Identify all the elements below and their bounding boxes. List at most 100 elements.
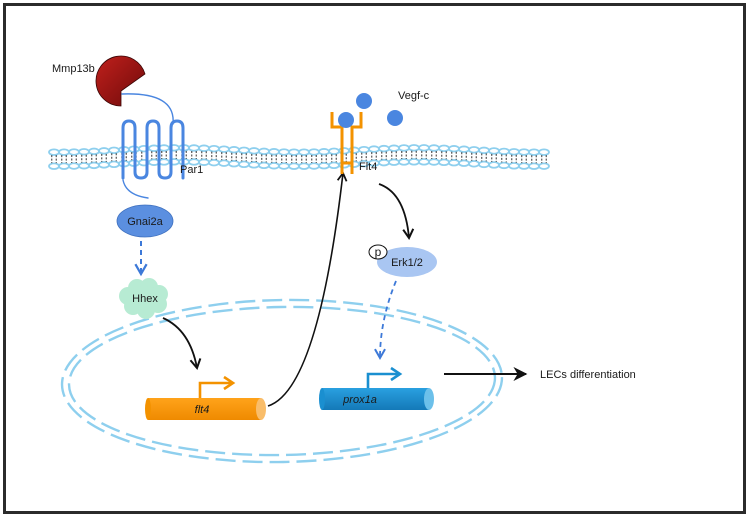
lipid-head xyxy=(58,162,70,170)
lipid-head xyxy=(298,148,310,156)
lipid-head xyxy=(358,145,370,154)
lipid-head xyxy=(468,160,480,168)
lipid-head xyxy=(418,158,430,166)
lipid-head xyxy=(528,162,540,170)
par1-receptor xyxy=(121,93,185,199)
lipid-head xyxy=(368,145,380,153)
lipid-head xyxy=(298,162,310,170)
flt4-to-erk-arrow xyxy=(378,183,415,241)
phospho-label: p xyxy=(375,245,382,259)
lipid-head xyxy=(258,161,270,170)
lipid-head xyxy=(218,159,230,167)
lipid-head xyxy=(498,161,510,170)
lipid-head xyxy=(398,158,410,166)
lipid-head xyxy=(528,148,540,156)
flt4-expression-arrow xyxy=(267,171,348,407)
lipid-head xyxy=(328,161,340,170)
lipid-head xyxy=(108,146,120,155)
lipid-head xyxy=(218,145,230,153)
lipid-head xyxy=(438,144,450,153)
hhex-label: Hhex xyxy=(132,293,158,305)
lipid-head xyxy=(58,148,70,156)
lipid-head xyxy=(498,147,510,156)
erk-label: Erk1/2 xyxy=(391,257,423,269)
lipid-head xyxy=(238,160,250,169)
lipid-head xyxy=(78,162,90,170)
lipid-head xyxy=(278,148,290,156)
lipid-head xyxy=(208,144,220,153)
lipid-head xyxy=(228,146,240,154)
lipid-head xyxy=(518,148,530,156)
lipid-head xyxy=(258,147,270,156)
lipid-head xyxy=(468,146,480,154)
lipid-head xyxy=(448,159,460,167)
lipid-head xyxy=(48,162,60,170)
flt4-gene xyxy=(145,375,266,420)
lipid-head xyxy=(458,145,470,153)
lipid-head xyxy=(478,146,490,155)
lipid-head xyxy=(68,162,80,170)
lipid-head xyxy=(268,148,280,156)
mmp13b-protease xyxy=(95,55,146,107)
erk-to-prox1a-arrow xyxy=(374,280,397,361)
lipid-head xyxy=(408,144,420,152)
lipid-head xyxy=(508,162,520,170)
lipid-head xyxy=(78,148,90,156)
nucleus-envelope xyxy=(60,298,504,464)
lipid-head xyxy=(208,158,220,167)
phospho-badge xyxy=(368,244,388,260)
lipid-head xyxy=(88,147,100,156)
lipid-head xyxy=(308,162,320,170)
lipid-head xyxy=(68,148,80,156)
erk-protein xyxy=(377,247,437,277)
lipid-head xyxy=(98,161,110,169)
lipid-head xyxy=(488,147,500,155)
lipid-head xyxy=(238,146,250,155)
lipid-head xyxy=(388,144,400,152)
gnai2a-label: Gnai2a xyxy=(127,216,163,228)
lipid-head xyxy=(108,160,120,169)
lipid-head xyxy=(438,158,450,167)
lipid-head xyxy=(428,144,440,152)
hhex-protein xyxy=(119,278,168,319)
lipid-head xyxy=(198,144,210,152)
outcome-label: LECs differentiation xyxy=(540,369,636,381)
flt4-receptor-label: Flt4 xyxy=(359,161,377,173)
lipid-head xyxy=(478,160,490,169)
flt4-gene-label: flt4 xyxy=(195,404,210,416)
lipid-head xyxy=(378,158,390,167)
lipid-head xyxy=(318,162,330,170)
par1-label: Par1 xyxy=(180,164,203,176)
lipid-head xyxy=(538,162,550,170)
prox1a-gene-label: prox1a xyxy=(342,394,377,406)
lipid-head xyxy=(328,147,340,156)
lipid-head xyxy=(268,162,280,170)
lipid-head xyxy=(398,144,410,152)
vegfc-ligand xyxy=(338,93,403,128)
lipid-head xyxy=(308,148,320,156)
lipid-head xyxy=(488,161,500,169)
flt4-receptor xyxy=(330,112,363,174)
lipid-head xyxy=(458,159,470,167)
lipid-head xyxy=(318,148,330,156)
lipid-head xyxy=(98,147,110,155)
lipid-head xyxy=(228,160,240,168)
lipid-head xyxy=(188,144,200,152)
lipid-head xyxy=(48,148,60,156)
prox1a-gene xyxy=(319,366,434,410)
lipid-head xyxy=(248,161,260,169)
lipid-head xyxy=(538,148,550,156)
lipid-head xyxy=(418,144,430,152)
lipid-head xyxy=(378,144,390,153)
lipid-head xyxy=(388,158,400,166)
lipid-head xyxy=(448,145,460,153)
lipid-head xyxy=(508,148,520,156)
lipid-head xyxy=(518,162,530,170)
lipid-head xyxy=(428,158,440,166)
lipid-head xyxy=(278,162,290,170)
vegfc-label: Vegf-c xyxy=(398,90,430,102)
lipid-head xyxy=(288,162,300,170)
lipid-head xyxy=(408,158,420,166)
hhex-to-flt4-arrow xyxy=(162,317,202,370)
